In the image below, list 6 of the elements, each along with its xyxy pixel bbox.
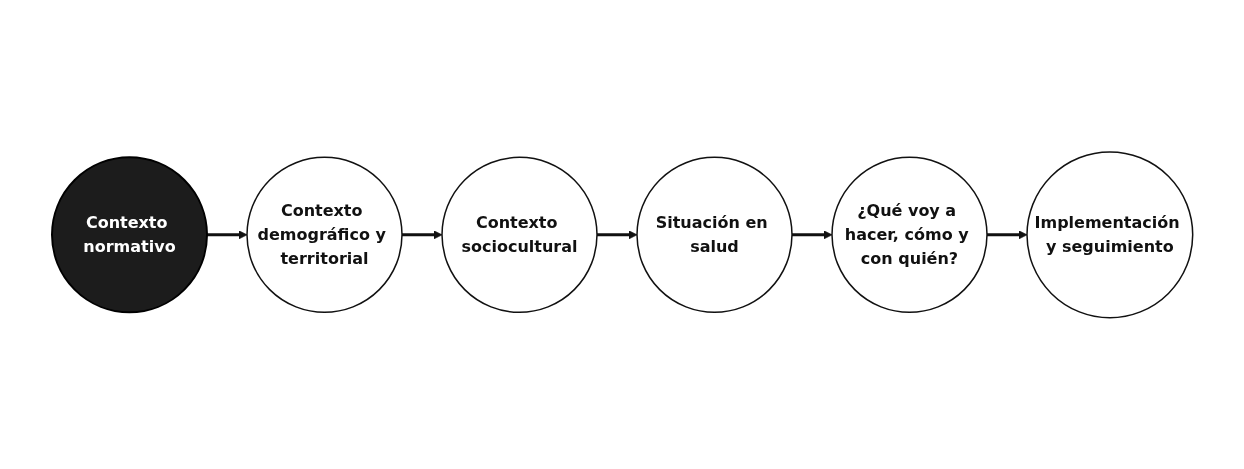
- node-circle: Contexto demográfico y territorial: [245, 156, 403, 313]
- node-circle: ¿Qué voy a hacer, cómo y con quién?: [830, 156, 988, 313]
- node-circle: Implementación y seguimiento: [1025, 150, 1194, 319]
- node-circle: Contexto normativo: [50, 156, 208, 313]
- node-circle: Contexto sociocultural: [440, 156, 598, 313]
- node-circle: Situación en salud: [635, 156, 793, 313]
